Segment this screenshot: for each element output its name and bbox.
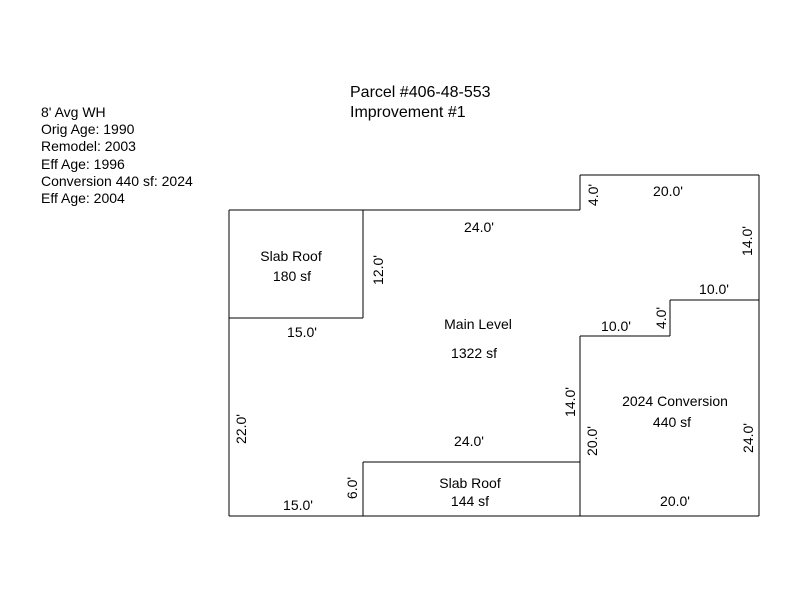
dim-left-22: 22.0' bbox=[233, 414, 249, 444]
dim-top-24: 24.0' bbox=[464, 219, 494, 235]
info-remodel: Remodel: 2003 bbox=[41, 138, 136, 155]
building-info: 8' Avg WH Orig Age: 1990 Remodel: 2003 E… bbox=[41, 104, 193, 207]
slab-roof-top-area: 180 sf bbox=[273, 268, 311, 284]
dim-conv-20-left: 20.0' bbox=[584, 426, 600, 456]
slab-roof-bottom-area: 144 sf bbox=[451, 493, 489, 509]
main-level-area: 1322 sf bbox=[451, 345, 497, 361]
slab-roof-top-name: Slab Roof bbox=[260, 248, 322, 264]
dim-conv-24-right: 24.0' bbox=[740, 423, 756, 453]
floor-plan-lines bbox=[228, 174, 760, 517]
conversion-area: 440 sf bbox=[653, 414, 691, 430]
dim-step-4: 4.0' bbox=[653, 307, 669, 329]
dim-notch-4-top: 4.0' bbox=[585, 184, 601, 206]
dim-right-14: 14.0' bbox=[739, 226, 755, 256]
dim-mid-24: 24.0' bbox=[454, 433, 484, 449]
parcel-number: Parcel #406-48-553 bbox=[350, 84, 491, 101]
dim-slab-15-top: 15.0' bbox=[287, 324, 317, 340]
dim-step-10-lower: 10.0' bbox=[601, 318, 631, 334]
dim-bottom-20: 20.0' bbox=[660, 493, 690, 509]
dim-bottom-6: 6.0' bbox=[344, 477, 360, 499]
info-conversion: Conversion 440 sf: 2024 bbox=[41, 172, 193, 189]
dim-bottom-15: 15.0' bbox=[283, 497, 313, 513]
dim-top-20: 20.0' bbox=[653, 183, 683, 199]
info-wall-height: 8' Avg WH bbox=[41, 104, 106, 120]
dim-step-10-upper: 10.0' bbox=[699, 281, 729, 297]
sketch-title: Parcel #406-48-553 Improvement #1 bbox=[350, 83, 491, 123]
info-orig-age: Orig Age: 1990 bbox=[41, 121, 135, 138]
conversion-name: 2024 Conversion bbox=[622, 393, 728, 409]
dim-slab-12: 12.0' bbox=[370, 255, 386, 285]
slab-roof-bottom-name: Slab Roof bbox=[439, 475, 501, 491]
dim-mid-14: 14.0' bbox=[562, 387, 578, 417]
info-eff-age: Eff Age: 1996 bbox=[41, 155, 125, 172]
improvement-number: Improvement #1 bbox=[350, 104, 466, 121]
main-level-name: Main Level bbox=[444, 316, 512, 332]
info-eff-age-2: Eff Age: 2004 bbox=[41, 190, 125, 207]
